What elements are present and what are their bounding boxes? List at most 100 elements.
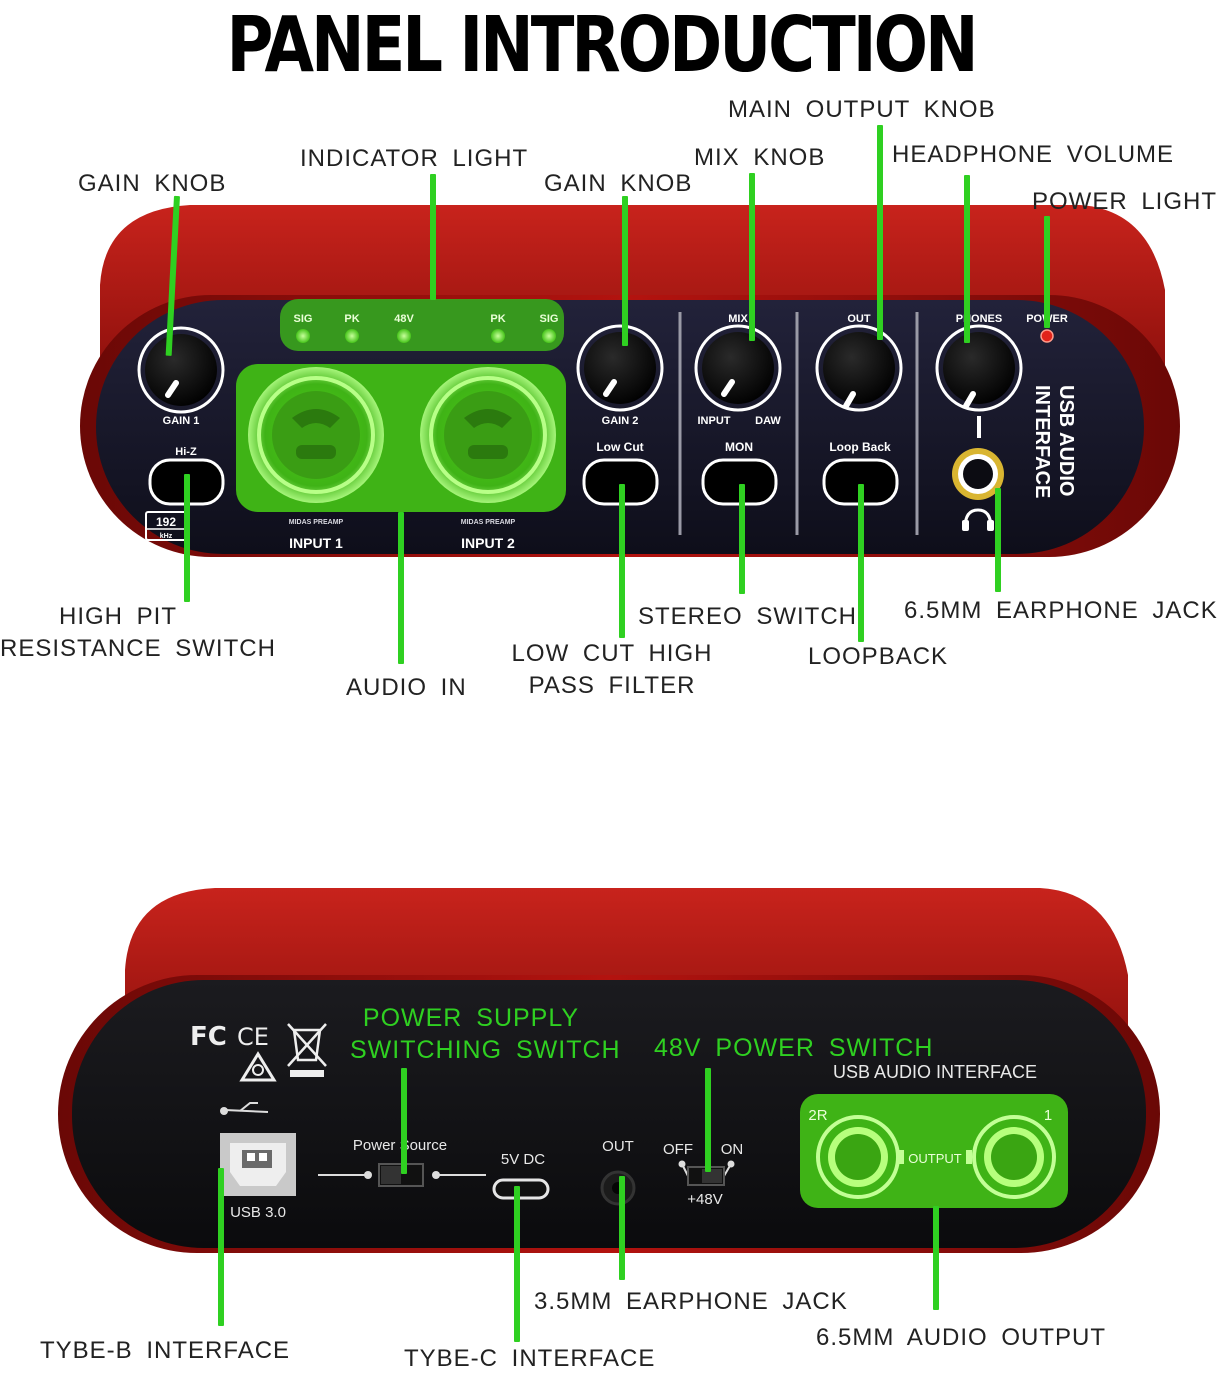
leader-low-cut	[619, 484, 625, 638]
led-pk-1-label: PK	[344, 313, 359, 325]
callout-high-pit-line1: HIGH PIT	[58, 603, 177, 630]
leader-main-output	[877, 125, 883, 340]
callout-mix-knob: MIX KNOB	[694, 144, 826, 171]
ce-mark-icon: CE	[237, 1023, 269, 1051]
leader-audio-output	[933, 1206, 939, 1310]
midas-label-1: MIDAS PREAMP	[289, 519, 344, 526]
callout-48v-power-switch: 48V POWER SWITCH	[654, 1034, 934, 1062]
weee-bin-icon	[287, 1023, 327, 1077]
midas-label-2: MIDAS PREAMP	[461, 519, 516, 526]
leader-power-supply	[401, 1068, 407, 1174]
sample-rate-badge: 192	[156, 515, 176, 529]
leader-earphone-35	[619, 1176, 625, 1280]
headphone-volume-knob[interactable]	[935, 324, 1023, 412]
page-title: PANEL INTRODUCTION	[226, 1, 978, 91]
leader-loopback	[858, 484, 864, 642]
xlr-input-2	[420, 367, 556, 503]
gain-1-knob[interactable]	[137, 326, 225, 414]
callout-low-cut-line2: PASS FILTER	[528, 672, 696, 699]
leader-headphone-vol	[964, 175, 970, 343]
output-label: OUTPUT	[908, 1151, 962, 1166]
callout-audio-in: AUDIO IN	[346, 674, 467, 701]
mix-daw-label: DAW	[755, 415, 781, 427]
leader-audio-in	[398, 512, 404, 664]
channel-1-label: 1	[1044, 1107, 1052, 1124]
callout-power-supply-line1: POWER SUPPLY	[362, 1004, 580, 1032]
usb-audio-interface-label: USB AUDIO INTERFACE	[833, 1062, 1037, 1082]
led-48v-label: 48V	[394, 313, 414, 325]
callout-low-cut-line1: LOW CUT HIGH	[511, 640, 713, 667]
callout-headphone-volume: HEADPHONE VOLUME	[892, 141, 1175, 168]
out-label: OUT	[847, 313, 871, 325]
usb-trident-icon	[224, 1109, 269, 1113]
main-output-knob[interactable]	[815, 324, 903, 412]
side-label-line1: USB AUDIO	[1055, 385, 1077, 496]
usb-c-port[interactable]	[492, 1178, 550, 1200]
leader-typeb	[218, 1168, 224, 1326]
callout-gain-knob-right: GAIN KNOB	[544, 170, 693, 197]
leader-mix-knob	[749, 173, 755, 341]
switch-on-label: ON	[721, 1141, 744, 1158]
gain-1-label: GAIN 1	[163, 415, 200, 427]
callout-power-supply-line2: SWITCHING SWITCH	[350, 1036, 621, 1064]
usb-b-port[interactable]	[220, 1102, 296, 1196]
leader-stereo-switch	[739, 484, 745, 594]
side-label-line2: INTERFACE	[1031, 385, 1053, 498]
callout-stereo-switch: STEREO SWITCH	[638, 603, 858, 630]
loop-back-label: Loop Back	[829, 440, 891, 454]
phones-label: PHONES	[956, 313, 1002, 325]
leader-high-pit	[184, 474, 190, 602]
callout-power-supply: POWER SUPPLY SWITCHING SWITCH	[350, 1002, 621, 1066]
gain-2-label: GAIN 2	[602, 415, 639, 427]
callout-typec: TYBE-C INTERFACE	[404, 1345, 656, 1372]
output-jack-2r[interactable]	[816, 1115, 900, 1199]
channel-2r-label: 2R	[808, 1107, 827, 1124]
headphone-jack-65[interactable]	[952, 448, 1004, 500]
callout-audio-output-65: 6.5MM AUDIO OUTPUT	[816, 1324, 1107, 1351]
callout-loopback: LOOPBACK	[808, 643, 949, 670]
hiz-label: Hi-Z	[175, 446, 197, 458]
gain-2-knob[interactable]	[576, 324, 664, 412]
callout-earphone-jack-65: 6.5MM EARPHONE JACK	[904, 597, 1218, 624]
callout-high-pit-line2: RESISTANCE SWITCH	[0, 635, 276, 662]
power-led-icon	[1040, 329, 1054, 343]
input-2-label: INPUT 2	[461, 535, 515, 551]
rcm-mark-icon	[239, 1051, 277, 1082]
power-source-label: Power Source	[353, 1137, 447, 1154]
leader-power-light	[1044, 216, 1050, 328]
rear-out-label: OUT	[602, 1138, 634, 1155]
callout-earphone-jack-35: 3.5MM EARPHONE JACK	[534, 1288, 848, 1315]
fc-mark-icon: FC	[190, 1022, 227, 1052]
headphone-jack-35[interactable]	[600, 1170, 636, 1206]
led-pk-2-label: PK	[490, 313, 505, 325]
leader-earphone-65	[995, 488, 1001, 592]
mix-input-label: INPUT	[698, 415, 731, 427]
led-sig-2-label: SIG	[540, 313, 559, 325]
leader-typec	[514, 1186, 520, 1342]
mon-label: MON	[725, 440, 753, 454]
leader-indicator-light	[430, 174, 436, 300]
xlr-input-1	[248, 367, 384, 503]
callout-main-output-knob: MAIN OUTPUT KNOB	[728, 96, 996, 123]
mix-knob[interactable]	[694, 324, 782, 412]
plus-48v-label: +48V	[687, 1191, 722, 1208]
power-source-switch[interactable]	[318, 1163, 486, 1187]
mix-label: MIX	[728, 313, 748, 325]
phantom-48v-switch[interactable]	[678, 1160, 735, 1186]
front-unit: SIG PK 48V PK SIG GAIN 1 GAIN 2 MIX INPU…	[80, 205, 1180, 557]
input-1-label: INPUT 1	[289, 535, 343, 551]
low-cut-label: Low Cut	[596, 440, 643, 454]
callout-power-light: POWER LIGHT	[1032, 188, 1218, 215]
dc-5v-label: 5V DC	[501, 1151, 545, 1168]
rear-unit: FC CE	[58, 888, 1160, 1253]
callout-low-cut: LOW CUT HIGH PASS FILTER	[508, 638, 716, 702]
callout-indicator-light: INDICATOR LIGHT	[300, 145, 529, 172]
output-jack-1[interactable]	[972, 1115, 1056, 1199]
leader-48v-switch	[705, 1068, 711, 1172]
leader-gain-right	[622, 196, 628, 346]
usb-30-label: USB 3.0	[230, 1204, 286, 1221]
callout-typeb: TYBE-B INTERFACE	[40, 1337, 291, 1364]
switch-off-label: OFF	[663, 1141, 693, 1158]
